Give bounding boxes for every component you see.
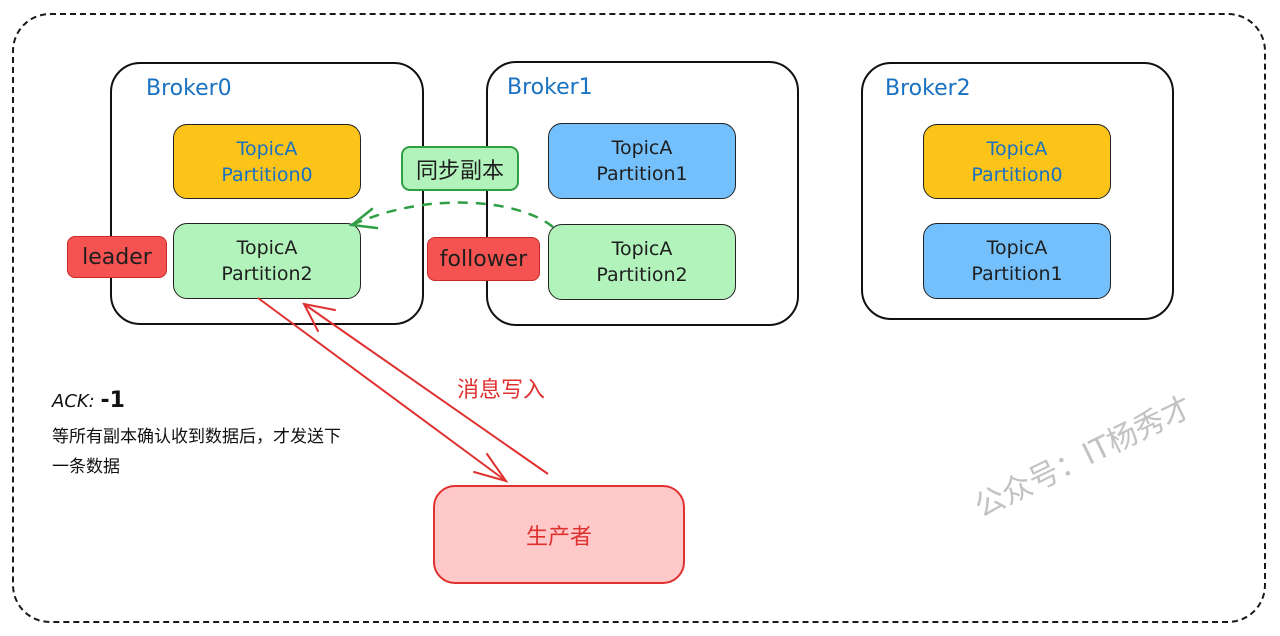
leader-tag: leader — [67, 236, 167, 278]
write-arrow-down-head — [473, 453, 509, 483]
partition-name: Partition2 — [596, 264, 688, 286]
broker-1-title: Broker1 — [507, 75, 593, 100]
sync-replica-label: 同步副本 — [401, 146, 519, 191]
partition-name: Partition0 — [971, 163, 1063, 186]
outer-dashed-frame — [12, 13, 1266, 623]
partition-name: Partition0 — [221, 163, 313, 186]
partition-topic: TopicA — [236, 237, 298, 259]
partition-topic: TopicA — [986, 237, 1048, 259]
broker-0-title: Broker0 — [146, 76, 232, 101]
ack-description: 等所有副本确认收到数据后，才发送下 一条数据 — [52, 422, 402, 482]
ack-arrow-up — [303, 303, 549, 475]
broker-0-partition-2-leader: TopicA Partition2 — [173, 223, 361, 299]
ack-setting: ACK: -1 — [52, 388, 125, 413]
partition-topic: TopicA — [236, 137, 298, 160]
producer-box: 生产者 — [433, 485, 685, 584]
broker-1-partition-1: TopicA Partition1 — [548, 123, 736, 199]
broker-1-partition-2-follower: TopicA Partition2 — [548, 224, 736, 300]
partition-name: Partition1 — [971, 263, 1063, 285]
ack-title: ACK: — [52, 391, 95, 412]
ack-arrow-up-head — [302, 302, 336, 332]
sync-arrow-head — [348, 207, 379, 230]
sync-arrow — [351, 201, 554, 228]
write-arrow-down — [257, 297, 507, 482]
write-message-label: 消息写入 — [457, 378, 546, 403]
partition-topic: TopicA — [611, 137, 673, 159]
broker-0-partition-0: TopicA Partition0 — [173, 124, 361, 199]
partition-topic: TopicA — [986, 137, 1048, 160]
partition-name: Partition1 — [596, 163, 688, 185]
broker-2-partition-0: TopicA Partition0 — [923, 124, 1111, 199]
broker-2-partition-1: TopicA Partition1 — [923, 223, 1111, 299]
ack-description-line-1: 等所有副本确认收到数据后，才发送下 — [52, 427, 341, 447]
partition-topic: TopicA — [611, 238, 673, 260]
ack-value: -1 — [100, 388, 125, 413]
follower-tag: follower — [427, 237, 540, 281]
broker-2-title: Broker2 — [885, 76, 971, 101]
partition-name: Partition2 — [221, 263, 313, 285]
ack-description-line-2: 一条数据 — [52, 457, 120, 477]
